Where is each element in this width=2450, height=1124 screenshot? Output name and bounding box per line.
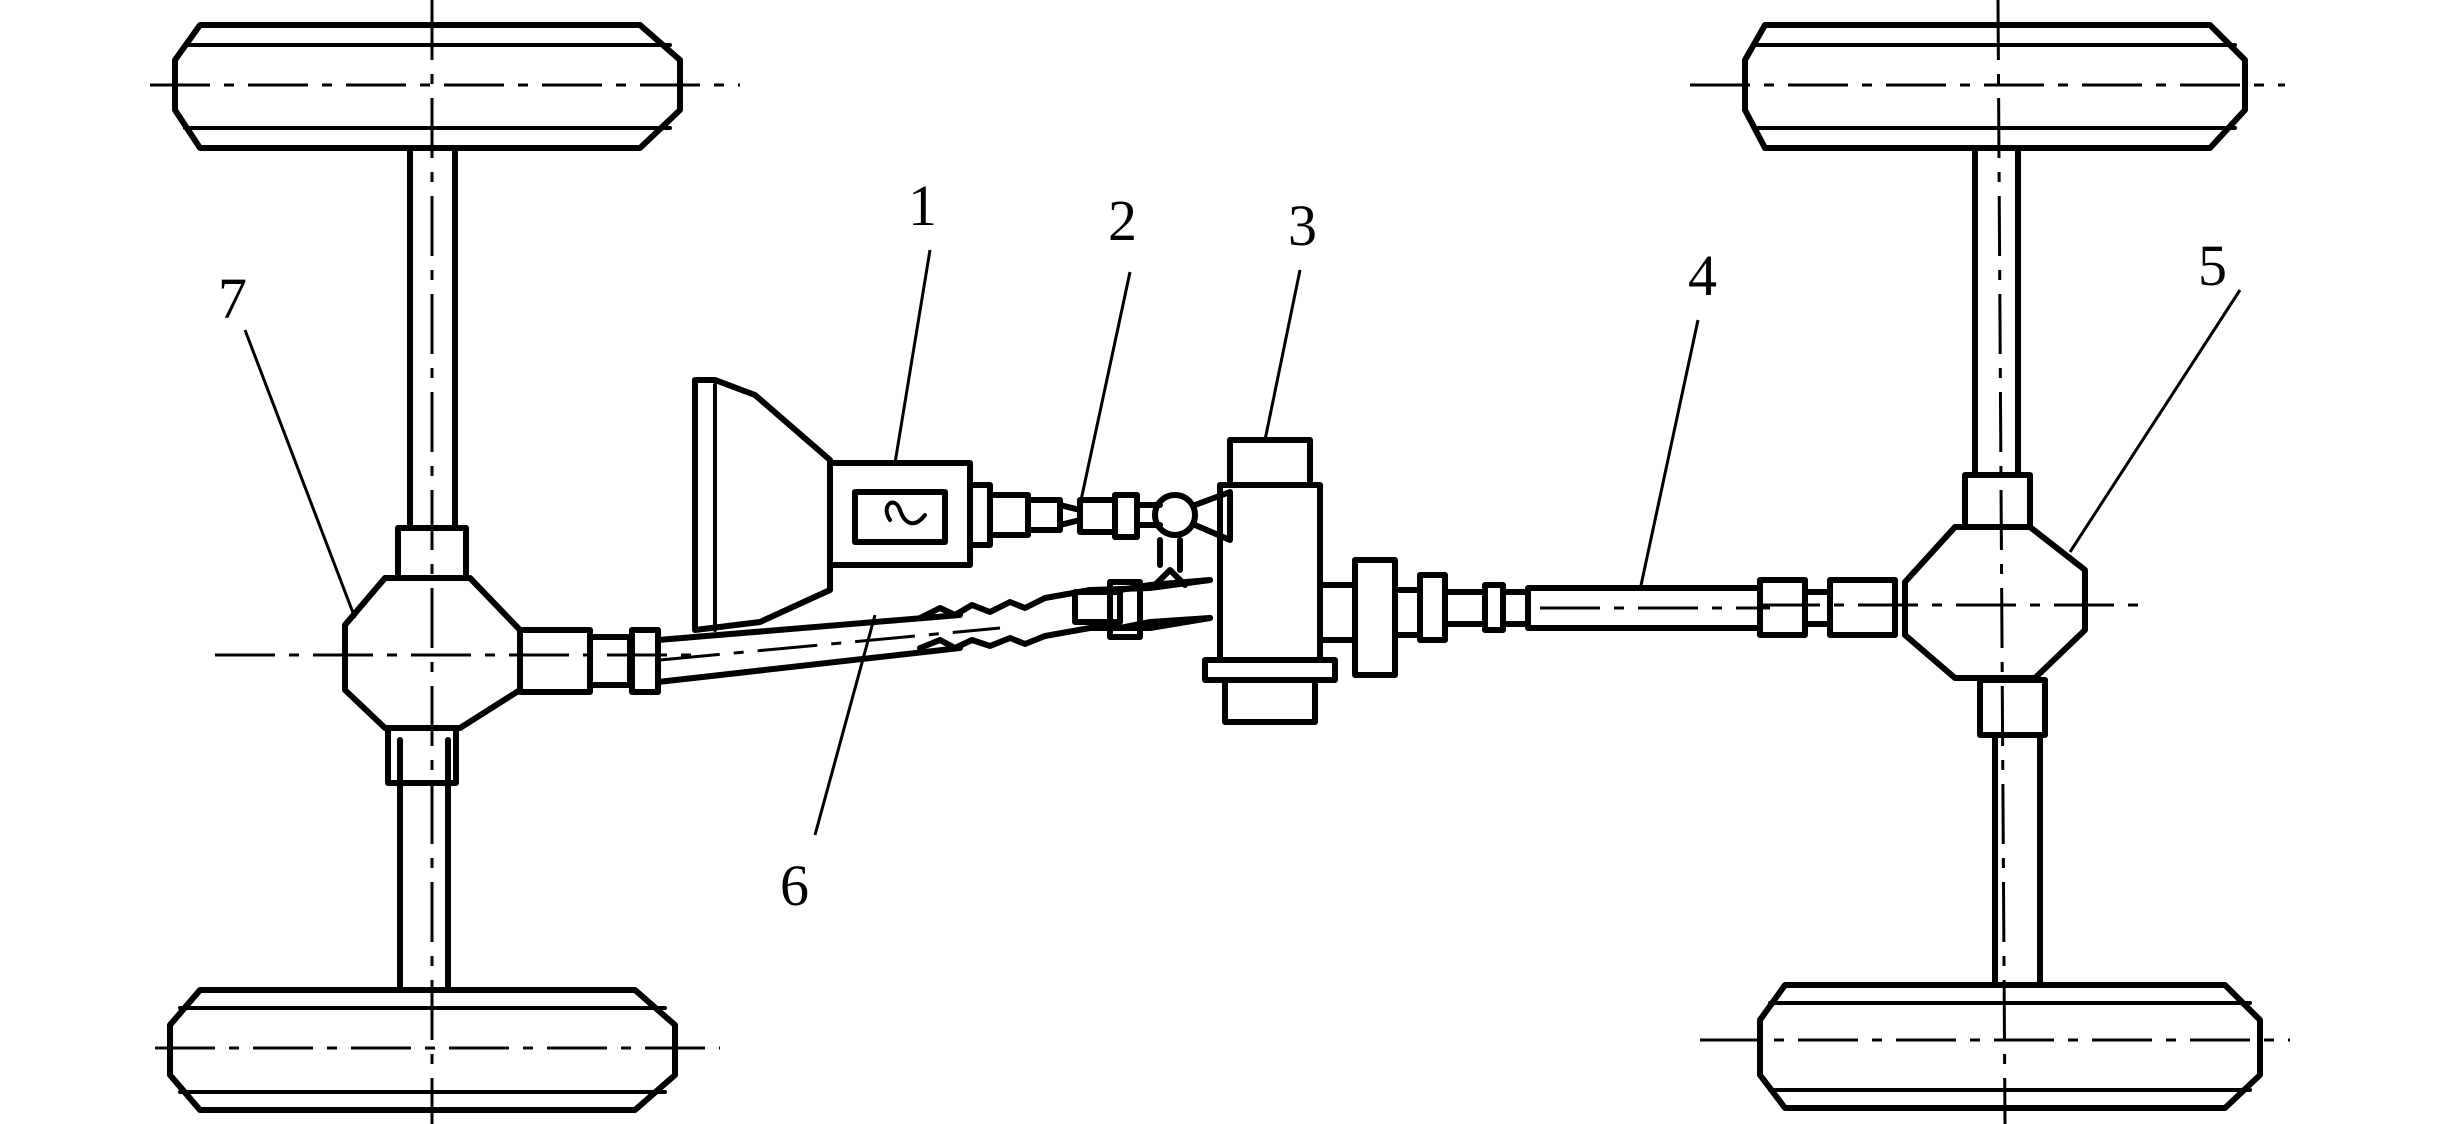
front-propeller-shaft-6 <box>655 577 1213 685</box>
engine-gearbox-1 <box>692 377 1083 633</box>
callout-5: 5 <box>2198 233 2227 298</box>
rear-axle-shaft <box>1962 0 2048 1124</box>
callout-1: 1 <box>908 173 937 238</box>
front-axle-shaft <box>385 0 469 1124</box>
front-left-wheel <box>150 22 740 151</box>
leader-lines <box>243 249 2242 836</box>
transfer-case-3 <box>1072 437 1423 725</box>
callout-4: 4 <box>1688 243 1717 308</box>
callout-3: 3 <box>1288 193 1317 258</box>
front-right-wheel <box>155 987 720 1113</box>
rear-propeller-shaft-4 <box>1417 572 1898 643</box>
callout-7: 7 <box>218 266 247 331</box>
rear-left-wheel <box>1690 22 2285 151</box>
callout-2: 2 <box>1108 188 1137 253</box>
rear-differential-5 <box>1760 524 2140 681</box>
rear-right-wheel <box>1700 982 2290 1111</box>
intermediate-shaft-2 <box>1077 489 1233 573</box>
front-differential-7 <box>215 575 700 731</box>
callout-labels: 1 2 3 4 5 6 7 <box>218 173 2227 918</box>
callout-6: 6 <box>780 853 809 918</box>
